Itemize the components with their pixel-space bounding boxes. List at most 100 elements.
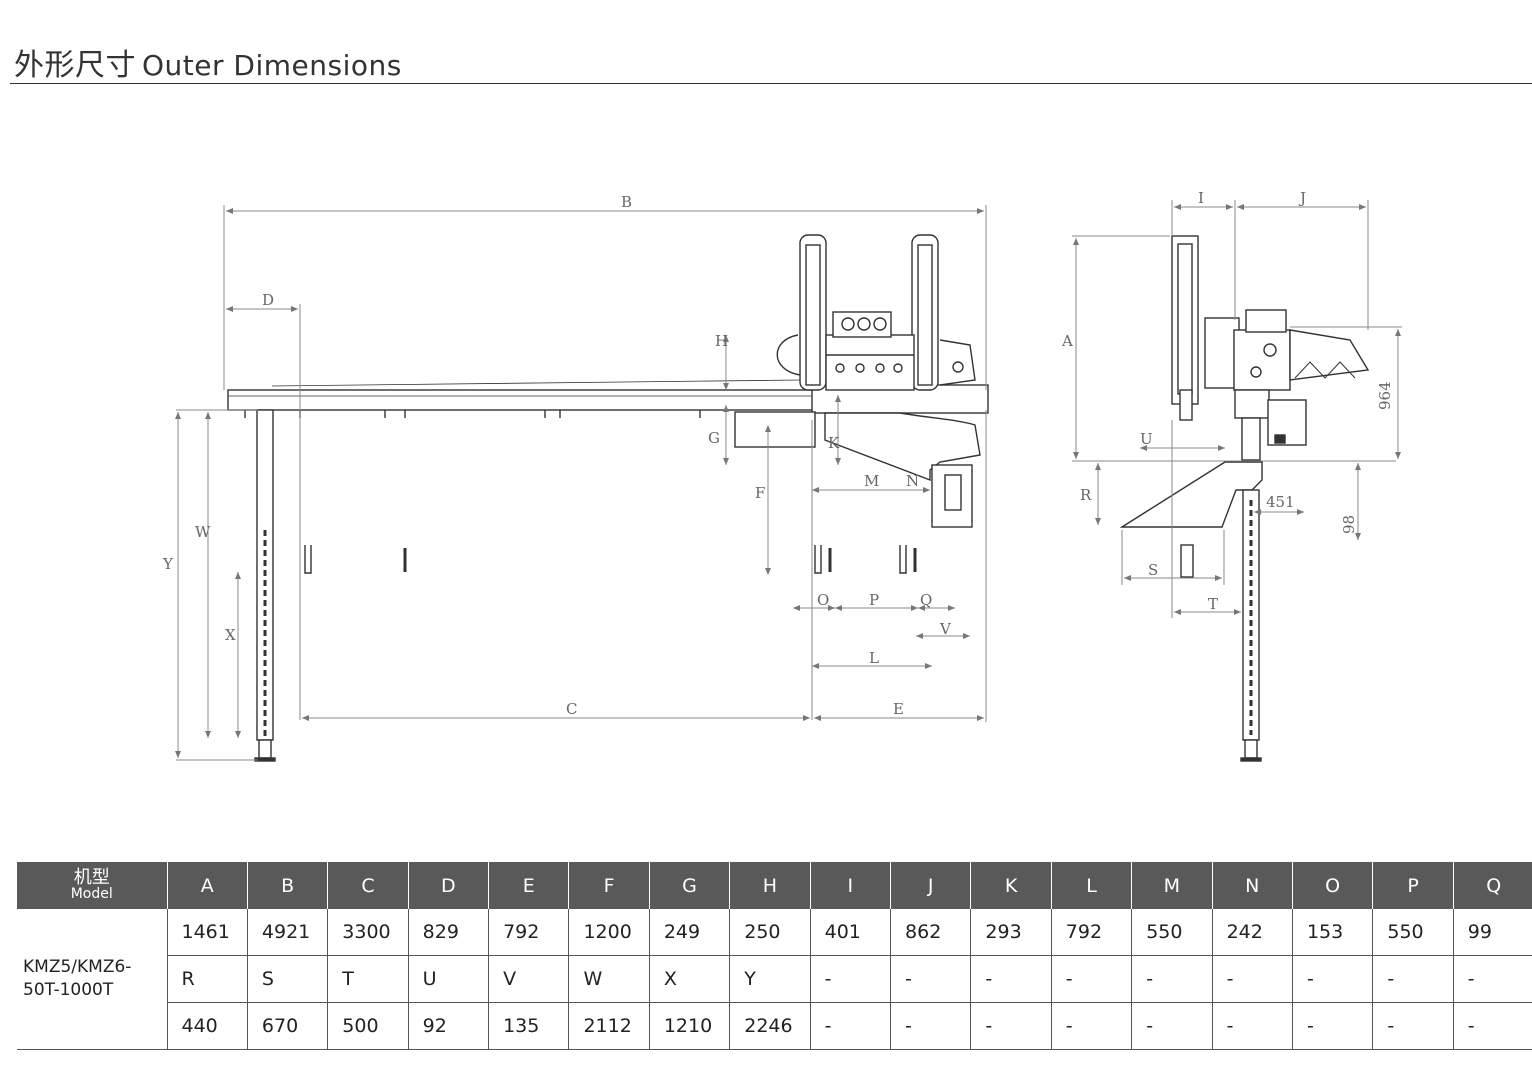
- label-F: F: [755, 484, 765, 502]
- table-header-row: 机型 Model A B C D E F G H I J K L M N O P…: [17, 862, 1532, 909]
- table-cell: -: [809, 1002, 891, 1050]
- table-cell: 1200: [568, 909, 650, 956]
- label-E: E: [893, 700, 904, 718]
- table-cell: U: [407, 955, 489, 1003]
- table-cell: -: [1050, 1002, 1132, 1050]
- label-B: B: [621, 193, 632, 211]
- table-cell: 792: [488, 909, 569, 956]
- col-header: K: [970, 862, 1052, 909]
- front-view: [227, 234, 989, 762]
- label-X: X: [225, 626, 236, 644]
- col-header: E: [488, 862, 569, 909]
- table-cell: 550: [1372, 909, 1454, 956]
- front-dimension-labels: B D H G K M N F W Y X O P Q V L C E: [162, 193, 952, 718]
- table-cell: -: [1131, 955, 1213, 1003]
- table-cell: 135: [488, 1002, 569, 1050]
- table-cell: 440: [166, 1002, 248, 1050]
- table-cell: T: [327, 955, 409, 1003]
- table-cell: -: [1131, 1002, 1213, 1050]
- label-D: D: [262, 291, 274, 309]
- label-H: H: [715, 332, 728, 350]
- table-cell: 792: [1050, 909, 1132, 956]
- table-cell: 153: [1291, 909, 1373, 956]
- label-A: A: [1061, 332, 1073, 350]
- table-cell: 242: [1211, 909, 1293, 956]
- table-cell: -: [809, 955, 891, 1003]
- title-chinese: 外形尺寸: [14, 48, 136, 83]
- table-cell: -: [1372, 955, 1454, 1003]
- table-cell: 1461: [166, 909, 248, 956]
- side-dimensions: [1072, 200, 1402, 618]
- label-451: 451: [1266, 493, 1295, 511]
- col-header: M: [1131, 862, 1213, 909]
- model-name-line2: 50T-1000T: [23, 980, 114, 1000]
- col-header: L: [1050, 862, 1132, 909]
- table-cell: -: [1291, 1002, 1373, 1050]
- side-view: [1119, 235, 1370, 762]
- front-dimensions: [175, 205, 987, 761]
- col-header: O: [1291, 862, 1373, 909]
- label-I: I: [1198, 189, 1204, 207]
- label-C: C: [566, 700, 577, 718]
- table-cell: 99: [1452, 909, 1532, 956]
- label-98: 98: [1340, 515, 1358, 534]
- label-M: M: [864, 472, 879, 490]
- title-english: Outer Dimensions: [142, 49, 402, 82]
- label-T: T: [1208, 595, 1218, 613]
- label-K: K: [828, 434, 840, 452]
- label-Y: Y: [162, 555, 174, 573]
- model-header: 机型 Model: [17, 862, 167, 909]
- label-O: O: [817, 591, 829, 609]
- col-header: C: [327, 862, 409, 909]
- col-header: B: [246, 862, 328, 909]
- table-cell: -: [890, 1002, 971, 1050]
- label-J: J: [1298, 189, 1306, 207]
- table-cell: R: [166, 955, 248, 1003]
- model-name-line1: KMZ5/KMZ6-: [23, 957, 132, 977]
- table-cell: 4921: [246, 909, 328, 956]
- label-964: 964: [1376, 381, 1394, 410]
- col-header: H: [729, 862, 811, 909]
- table-cell: -: [970, 1002, 1052, 1050]
- label-S: S: [1148, 561, 1158, 579]
- label-V: V: [939, 620, 952, 638]
- table-cell: -: [1452, 1002, 1532, 1050]
- label-N: N: [906, 472, 919, 490]
- table-cell: Y: [729, 955, 811, 1003]
- model-header-en: Model: [70, 885, 113, 902]
- model-cell: KMZ5/KMZ6- 50T-1000T: [17, 909, 167, 1050]
- table-cell: 670: [246, 1002, 328, 1050]
- label-U: U: [1140, 430, 1153, 448]
- spec-table: 机型 Model A B C D E F G H I J K L M N O P…: [17, 862, 1532, 1050]
- table-cell: 2112: [568, 1002, 650, 1050]
- table-cell: -: [1372, 1002, 1454, 1050]
- col-header: G: [648, 862, 730, 909]
- table-cell: -: [1211, 955, 1293, 1003]
- table-cell: -: [970, 955, 1052, 1003]
- table-cell: 249: [648, 909, 730, 956]
- col-header: J: [890, 862, 971, 909]
- technical-drawing: B D H G K M N F W Y X O P Q V L C E: [162, 189, 1402, 762]
- table-cell: 500: [327, 1002, 409, 1050]
- table-cell: 1210: [648, 1002, 730, 1050]
- table-cell: X: [648, 955, 730, 1003]
- table-cell: 829: [407, 909, 489, 956]
- col-header: Q: [1452, 862, 1532, 909]
- table-cell: 3300: [327, 909, 409, 956]
- table-cell: S: [246, 955, 328, 1003]
- table-cell: -: [1291, 955, 1373, 1003]
- table-cell: 250: [729, 909, 811, 956]
- table-cell: W: [568, 955, 650, 1003]
- label-W: W: [195, 523, 211, 541]
- table-cell: V: [488, 955, 569, 1003]
- table-cell: 401: [809, 909, 891, 956]
- label-R: R: [1080, 486, 1092, 504]
- table-cell: -: [1050, 955, 1132, 1003]
- table-cell: 2246: [729, 1002, 811, 1050]
- table-cell: 293: [970, 909, 1052, 956]
- col-header: N: [1211, 862, 1293, 909]
- label-L: L: [869, 649, 879, 667]
